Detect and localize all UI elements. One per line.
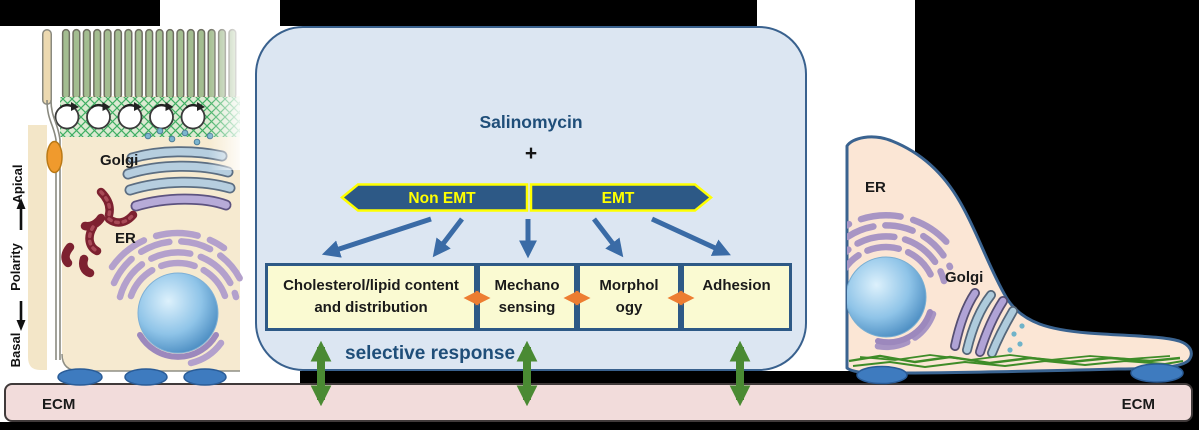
mitochondria [61,187,138,278]
selective-response-label: selective response [345,343,516,364]
box-cholesterol-lipid: Cholesterol/lipid content and distributi… [265,263,477,331]
box-mechano-sensing: Mechano sensing [477,263,577,331]
er-network [847,212,957,351]
nucleus [137,272,219,354]
golgi-stack [950,288,1025,358]
ecm-label-right: ECM [1121,396,1155,413]
nuclear-envelope [875,309,933,346]
right-er-label: ER [865,179,886,196]
lateral-membrane [42,29,61,360]
polarity-axis: Apical Polarity Basal [8,164,26,367]
basal-label: Basal [8,333,23,368]
left-epithelial-cell-illustration: Golgi ER Apical Polarity Basal [8,20,252,386]
box-cholesterol-line1: Cholesterol/lipid content [283,277,459,294]
apical-label: Apical [10,164,25,203]
black-top-bar-center [280,0,757,26]
right-mesenchymal-cell-illustration: ER Golgi [845,135,1193,385]
er-network [108,229,246,367]
box-cholesterol-line2: and distribution [314,299,428,316]
image-fade [208,20,252,170]
nucleus [847,256,927,338]
black-top-bar-left [0,0,160,26]
nuclear-envelope [137,332,219,360]
box-morphology-line2: ogy [615,299,643,316]
box-morphology: Morphol ogy [577,263,681,331]
microvilli [61,28,237,100]
arrow-down-head-icon [16,320,26,331]
focal-adhesions [856,363,1184,385]
tight-junction-icon [46,140,63,174]
polarity-label: Polarity [8,242,23,290]
black-bottom-strip [0,422,1199,430]
box-morphology-line1: Morphol [599,277,659,294]
box-mechano-line2: sensing [498,299,556,316]
arrow-up-head-icon [16,198,26,209]
box-adhesion-line1: Adhesion [702,277,771,294]
neighbour-cell-sliver [28,125,47,370]
stress-fibers [848,354,1184,369]
box-mechano-line1: Mechano [494,277,560,294]
cell-body [845,135,1193,375]
right-golgi-label: Golgi [945,269,983,286]
ecm-bar: ECM ECM [4,383,1193,422]
plus-sign: + [524,142,538,165]
salinomycin-title: Salinomycin [479,112,583,132]
left-er-label: ER [115,230,136,247]
left-golgi-label: Golgi [100,152,138,169]
ecm-label-left: ECM [42,396,76,413]
box-adhesion: Adhesion [681,263,792,331]
focal-adhesions [57,368,227,386]
